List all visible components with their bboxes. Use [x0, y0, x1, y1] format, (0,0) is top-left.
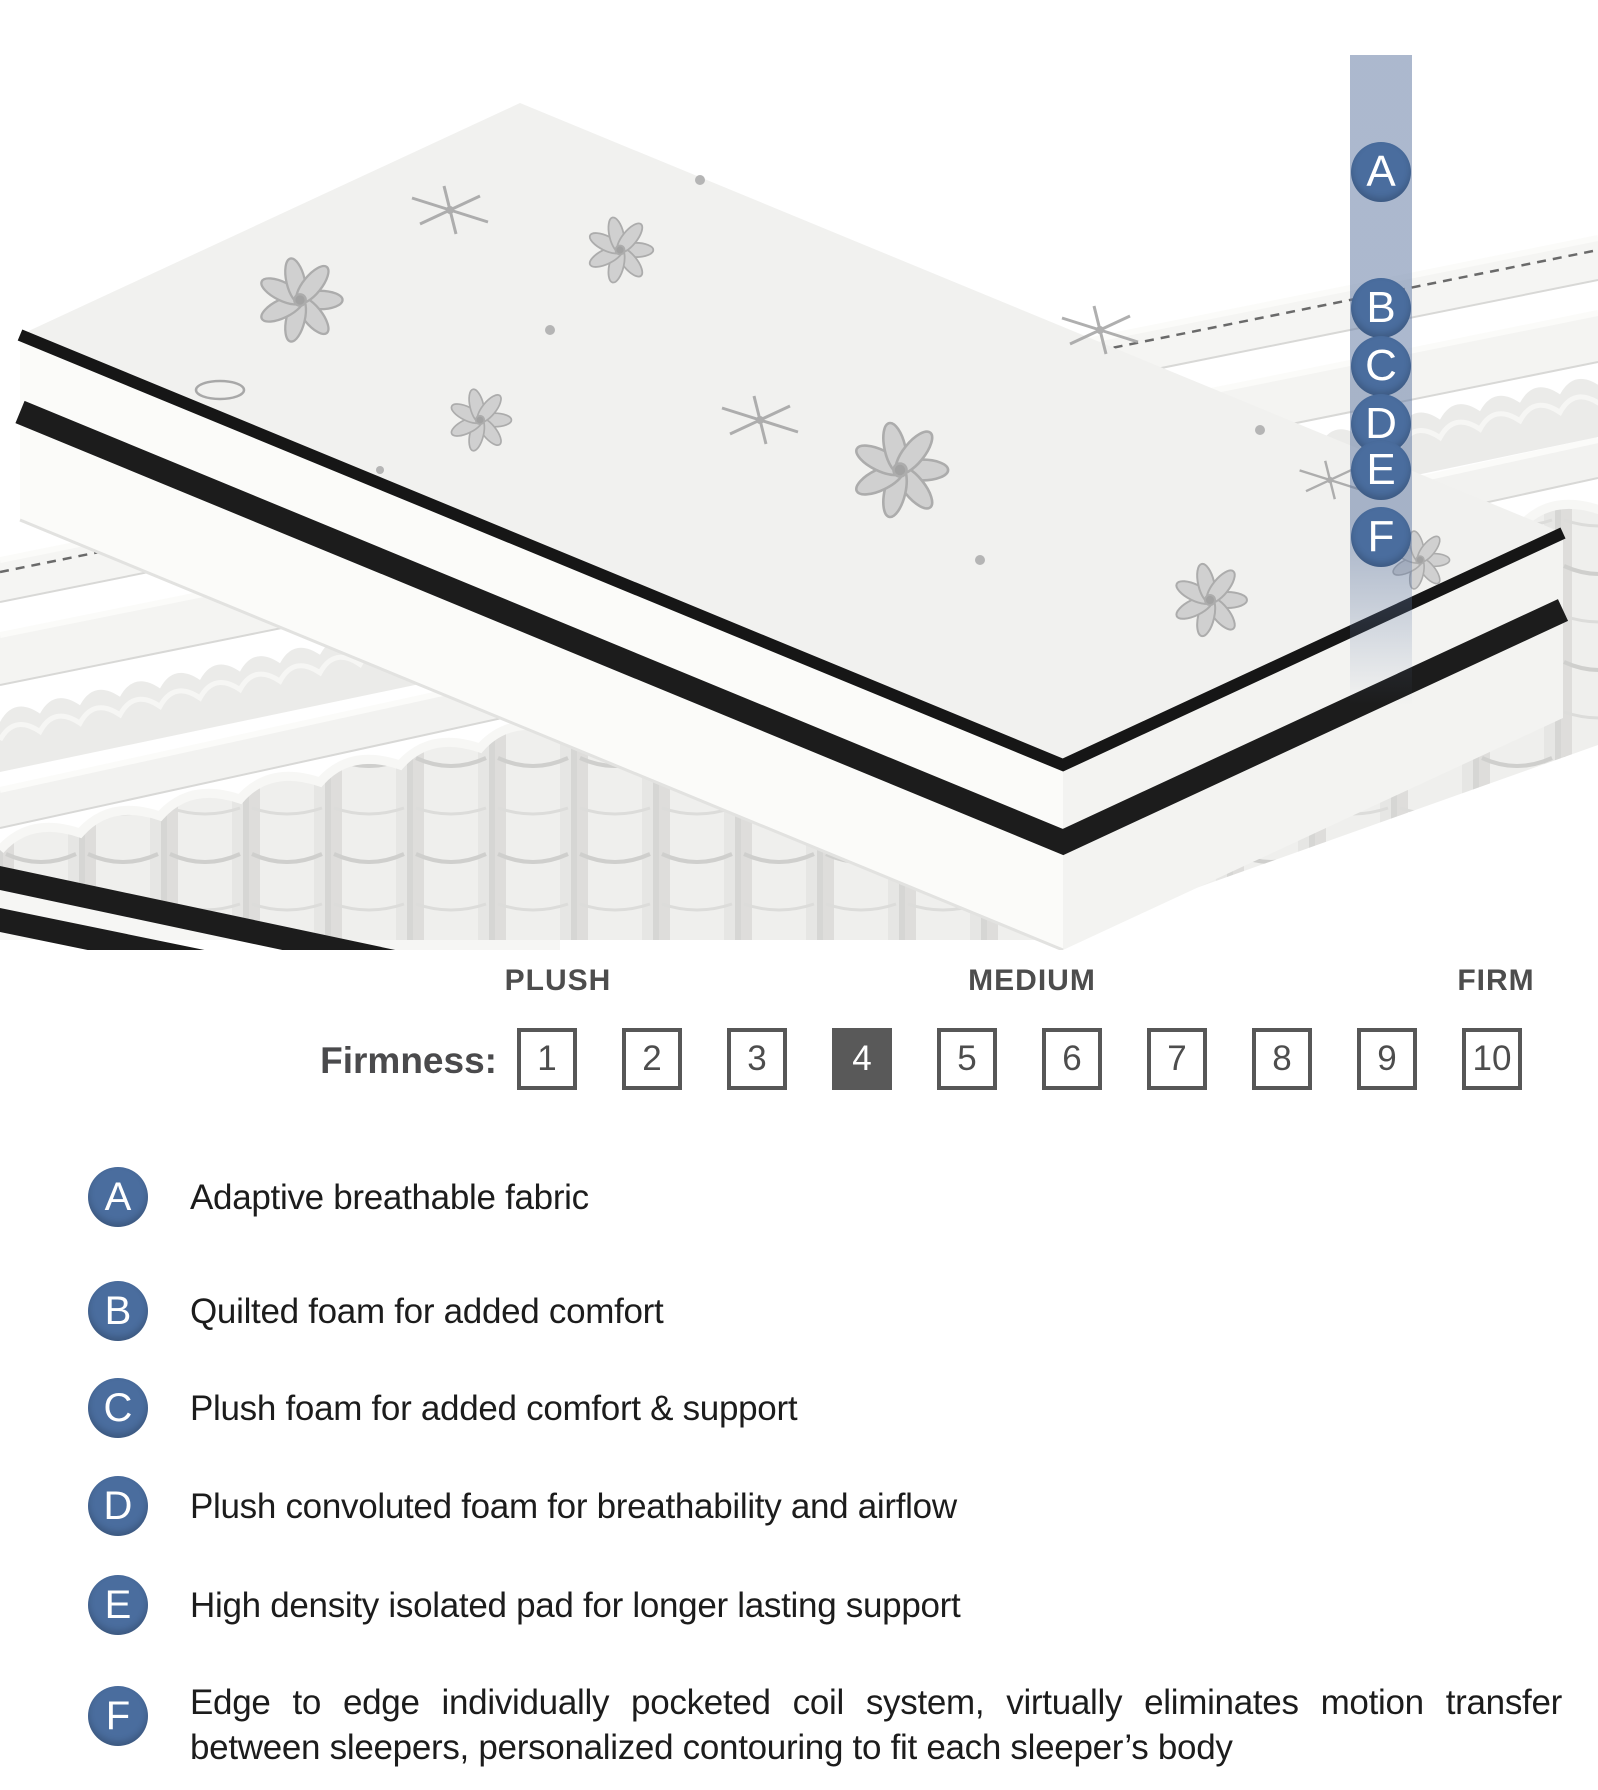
firmness-box-3: 3: [727, 1028, 787, 1090]
legend-letter-c: C: [88, 1378, 148, 1438]
firmness-box-10: 10: [1462, 1028, 1522, 1090]
legend-description-c: Plush foam for added comfort & support: [190, 1389, 798, 1428]
legend-description-f: Edge to edge individually pocketed coil …: [190, 1683, 1562, 1767]
band-letter-c: C: [1351, 336, 1411, 396]
legend-description-e: High density isolated pad for longer las…: [190, 1586, 961, 1625]
legend-letter-f: F: [88, 1686, 148, 1746]
legend-description-b: Quilted foam for added comfort: [190, 1292, 664, 1331]
legend-letter-d: D: [88, 1476, 148, 1536]
scale-label-plush: PLUSH: [504, 964, 612, 997]
band-letter-b: B: [1351, 278, 1411, 338]
floral-pattern: [194, 175, 1451, 639]
coil-border-panel-left: [0, 866, 560, 950]
legend-letter-b: B: [88, 1281, 148, 1341]
legend-description-a: Adaptive breathable fabric: [190, 1178, 589, 1217]
legend-letter-e: E: [88, 1575, 148, 1635]
band-letter-e: E: [1351, 440, 1411, 500]
firmness-label: Firmness:: [320, 1040, 497, 1081]
firmness-box-7: 7: [1147, 1028, 1207, 1090]
band-letter-a: A: [1351, 142, 1411, 202]
firmness-box-2: 2: [622, 1028, 682, 1090]
firmness-box-6: 6: [1042, 1028, 1102, 1090]
firmness-box-9: 9: [1357, 1028, 1417, 1090]
firmness-box-4-selected: 4: [832, 1028, 892, 1090]
band-letter-f: F: [1351, 507, 1411, 567]
scale-label-medium: MEDIUM: [968, 964, 1096, 997]
legend-letter-a: A: [88, 1167, 148, 1227]
legend-description-d: Plush convoluted foam for breathability …: [190, 1487, 957, 1526]
firmness-box-1: 1: [517, 1028, 577, 1090]
scale-label-firm: FIRM: [1457, 964, 1535, 997]
firmness-box-8: 8: [1252, 1028, 1312, 1090]
mattress-exploded-illustration: [0, 103, 1598, 950]
firmness-box-5: 5: [937, 1028, 997, 1090]
